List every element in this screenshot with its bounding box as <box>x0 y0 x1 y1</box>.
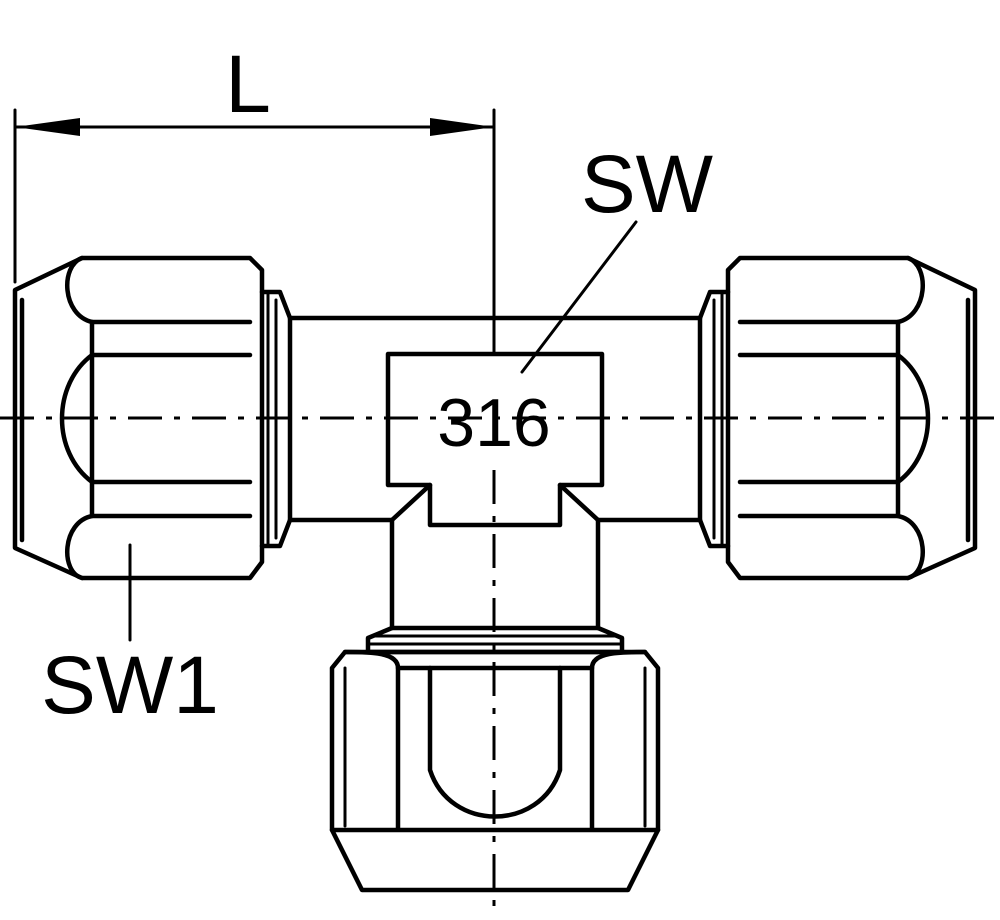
leader-sw: SW <box>520 139 714 374</box>
left-nut <box>12 255 293 581</box>
right-nut <box>697 255 978 581</box>
dimension-label-l: L <box>225 39 271 130</box>
center-lines <box>0 416 1000 915</box>
wrench-size-label-sw: SW <box>581 139 714 230</box>
dimension-length: L <box>13 39 496 354</box>
material-marking-block <box>385 351 605 528</box>
wrench-size-label-sw1: SW1 <box>41 640 219 731</box>
tee-body: 316 <box>287 315 703 631</box>
material-label: 316 <box>437 385 550 461</box>
bottom-nut <box>329 625 661 893</box>
arrow-right <box>430 118 494 136</box>
arrow-left <box>15 118 80 136</box>
leader-sw1: SW1 <box>41 543 219 731</box>
